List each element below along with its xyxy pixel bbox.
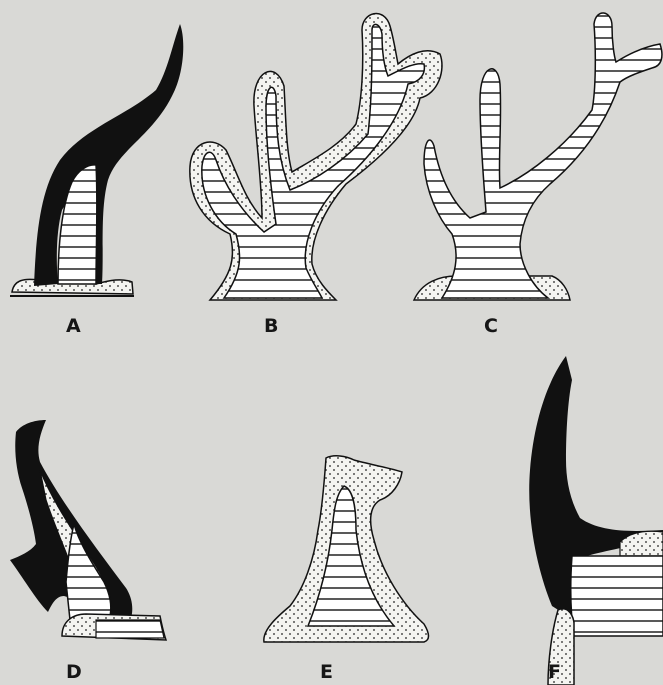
panel-c-striped-core bbox=[424, 13, 662, 298]
panel-d: D bbox=[10, 420, 166, 683]
panel-c-label: C bbox=[484, 315, 498, 337]
panel-d-label: D bbox=[66, 661, 82, 683]
panel-f-striped-layers bbox=[571, 556, 663, 636]
panel-f-label: F bbox=[548, 661, 561, 683]
panel-b-label: B bbox=[264, 315, 278, 337]
panel-a-label: A bbox=[66, 315, 81, 337]
panel-e: E bbox=[264, 456, 429, 683]
panel-c: C bbox=[414, 13, 662, 337]
panel-b-stippled-coat bbox=[190, 14, 442, 300]
panel-a: A bbox=[10, 24, 183, 337]
panel-d-striped-base bbox=[96, 620, 164, 638]
panel-b: B bbox=[190, 14, 442, 337]
panel-e-label: E bbox=[320, 661, 333, 683]
panel-f: F bbox=[529, 356, 663, 685]
panel-a-dark-sheath bbox=[34, 24, 183, 286]
